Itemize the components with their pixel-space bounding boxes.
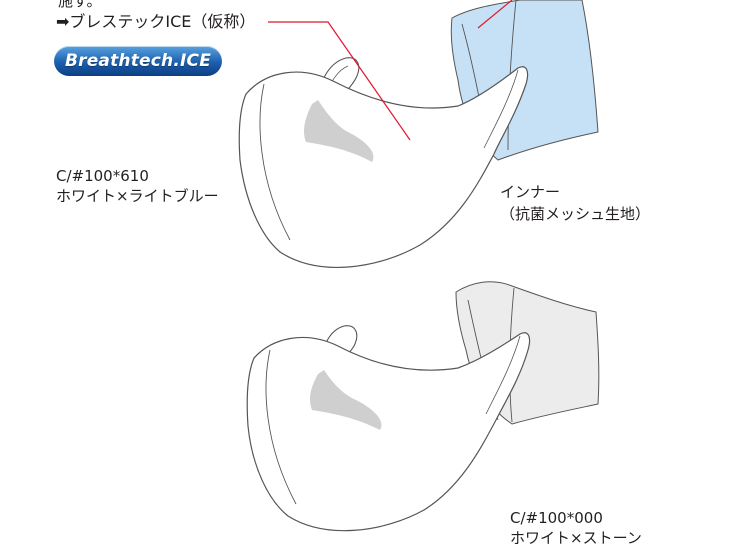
inner-label-detail: （抗菌メッシュ生地） bbox=[500, 205, 651, 223]
color-code-top: C/#100*610 bbox=[56, 167, 149, 185]
breathtech-ice-logo: Breathtech.ICE bbox=[54, 46, 222, 76]
logo-text: Breathtech.ICE bbox=[64, 51, 212, 71]
mask-top-body bbox=[238, 66, 529, 268]
color-info-bottom: C/#100*000 ホワイト×ストーン bbox=[510, 508, 642, 548]
mask-bottom-body bbox=[246, 332, 531, 532]
color-info-top: C/#100*610 ホワイト×ライトブルー bbox=[56, 166, 219, 206]
mask-top-shadow-patch bbox=[304, 100, 374, 162]
product-name: ➡ブレステックICE（仮称） bbox=[56, 12, 256, 31]
inner-label-title: インナー bbox=[500, 183, 561, 201]
mask-bottom-shadow-patch bbox=[310, 370, 382, 430]
color-code-bottom: C/#100*000 bbox=[510, 509, 603, 527]
intro-fragment: 施す。 bbox=[58, 0, 102, 10]
color-name-bottom: ホワイト×ストーン bbox=[510, 529, 642, 547]
leader-line-inner bbox=[477, 0, 513, 29]
color-name-top: ホワイト×ライトブルー bbox=[56, 187, 219, 205]
inner-label: インナー （抗菌メッシュ生地） bbox=[500, 181, 650, 225]
leader-line-product bbox=[268, 21, 411, 141]
